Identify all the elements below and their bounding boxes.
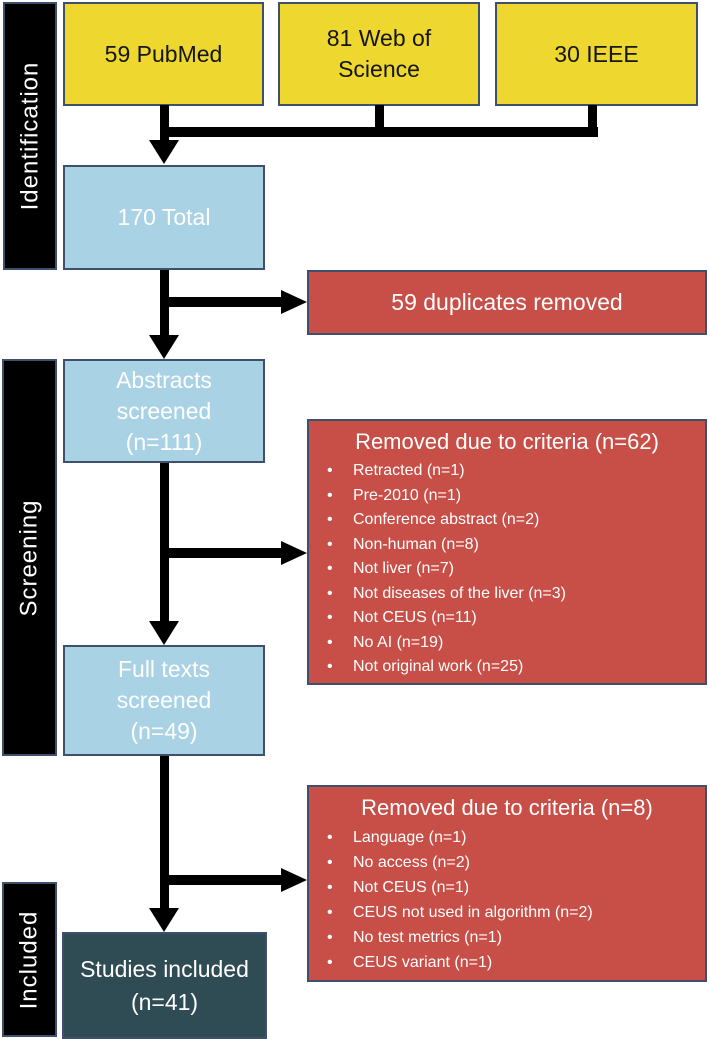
criteria62-item: Conference abstract (n=2): [317, 508, 697, 533]
abstracts-line2: screened: [116, 397, 212, 424]
criteria8-item: Language (n=1): [317, 825, 697, 850]
abstracts-screened-box: Abstracts screened (n=111): [63, 359, 265, 463]
stage-bar-identification: Identification: [3, 2, 57, 270]
criteria62-item: Not CEUS (n=11): [317, 606, 697, 631]
connector-criteria8-branch: [164, 875, 282, 885]
connector-fulltexts-down: [160, 756, 169, 909]
fulltexts-line1: Full texts: [117, 656, 211, 682]
connector-criteria62-branch: [164, 548, 282, 558]
arrowhead-into-duplicates: [281, 290, 307, 314]
included-line2: (n=41): [130, 988, 199, 1015]
duplicates-removed-label: 59 duplicates removed: [391, 289, 623, 315]
source-box-ieee: 30 IEEE: [495, 2, 698, 106]
criteria8-item: CEUS not used in algorithm (n=2): [317, 900, 697, 925]
studies-included-box: Studies included (n=41): [62, 932, 267, 1039]
arrowhead-into-included: [149, 908, 179, 932]
stage-bar-screening: Screening: [2, 359, 57, 756]
stage-label-screening: Screening: [15, 498, 43, 617]
stage-label-included: Included: [15, 910, 43, 1009]
criteria62-list: Retracted (n=1) Pre-2010 (n=1) Conferenc…: [317, 459, 697, 680]
fulltexts-screened-box: Full texts screened (n=49): [63, 645, 265, 756]
arrowhead-into-abstracts: [149, 335, 179, 359]
source-box-pubmed-label: 59 PubMed: [104, 40, 223, 67]
connector-pubmed-stub: [160, 105, 169, 141]
criteria62-title: Removed due to criteria (n=62): [355, 429, 659, 454]
criteria8-list: Language (n=1) No access (n=2) Not CEUS …: [317, 825, 697, 975]
connector-ieee-stub: [588, 105, 597, 137]
total-box: 170 Total: [63, 165, 265, 270]
fulltexts-line3: (n=49): [130, 718, 198, 744]
criteria8-item: No test metrics (n=1): [317, 925, 697, 950]
criteria8-box: Removed due to criteria (n=8) Language (…: [307, 785, 707, 982]
criteria62-item: Pre-2010 (n=1): [317, 484, 697, 509]
connector-abstracts-down: [160, 463, 169, 622]
arrowhead-into-criteria8: [281, 868, 307, 892]
source-box-wos-line1: 81 Web of: [326, 25, 432, 51]
total-box-label: 170 Total: [117, 204, 211, 230]
criteria62-item: Not liver (n=7): [317, 557, 697, 582]
connector-wos-stub: [375, 105, 384, 137]
criteria62-item: Not diseases of the liver (n=3): [317, 582, 697, 607]
source-box-wos-line2: Science: [338, 56, 420, 82]
stage-label-identification: Identification: [16, 61, 44, 211]
criteria62-item: Retracted (n=1): [317, 459, 697, 484]
duplicates-removed-box: 59 duplicates removed: [307, 270, 707, 335]
fulltexts-line2: screened: [116, 687, 212, 713]
included-line1: Studies included: [80, 955, 249, 982]
abstracts-line3: (n=111): [125, 428, 203, 455]
source-box-web-of-science: 81 Web of Science: [278, 2, 480, 106]
criteria8-item: Not CEUS (n=1): [317, 875, 697, 900]
criteria8-title: Removed due to criteria (n=8): [361, 795, 653, 820]
criteria8-item: No access (n=2): [317, 850, 697, 875]
criteria8-item: CEUS variant (n=1): [317, 950, 697, 975]
criteria62-item: Not original work (n=25): [317, 655, 697, 680]
arrowhead-into-total: [149, 140, 179, 164]
criteria62-item: Non-human (n=8): [317, 533, 697, 558]
source-box-ieee-label: 30 IEEE: [554, 40, 639, 67]
connector-duplicates-branch: [164, 297, 282, 307]
source-box-pubmed: 59 PubMed: [63, 2, 264, 106]
criteria62-box: Removed due to criteria (n=62) Retracted…: [307, 419, 707, 685]
connector-sources-horizontal: [160, 127, 598, 137]
criteria62-item: No AI (n=19): [317, 631, 697, 656]
stage-bar-included: Included: [2, 882, 57, 1037]
arrowhead-into-criteria62: [281, 541, 307, 565]
arrowhead-into-fulltexts: [149, 621, 179, 645]
abstracts-line1: Abstracts: [116, 366, 212, 393]
